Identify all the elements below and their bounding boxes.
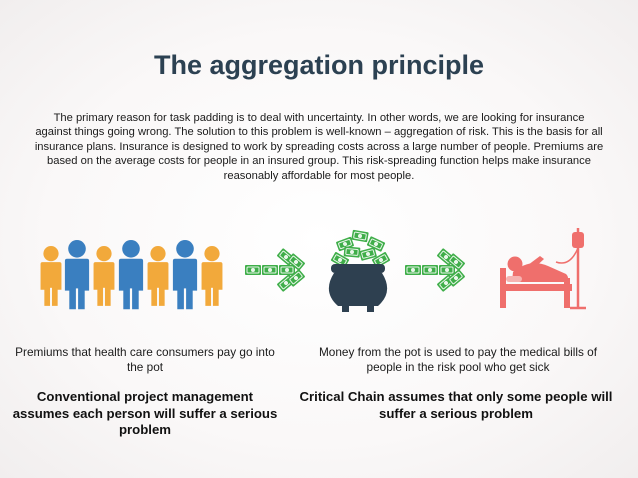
slide-title: The aggregation principle — [153, 50, 485, 80]
caption-medical-bills: Money from the pot is used to pay the me… — [318, 345, 598, 374]
conclusion-critical-chain: Critical Chain assumes that only some pe… — [299, 389, 613, 421]
caption-premiums: Premiums that health care consumers pay … — [15, 345, 275, 374]
illustration — [40, 228, 586, 312]
money-arrow-icon — [404, 247, 466, 293]
people-group-icon — [40, 240, 223, 311]
money-arrow-icon — [244, 247, 306, 293]
conclusion-conventional: Conventional project management assumes … — [12, 389, 278, 437]
sick-patient-bed-icon — [500, 228, 586, 310]
body-paragraph: The primary reason for task padding is t… — [34, 112, 604, 182]
money-pot-icon — [328, 229, 391, 312]
